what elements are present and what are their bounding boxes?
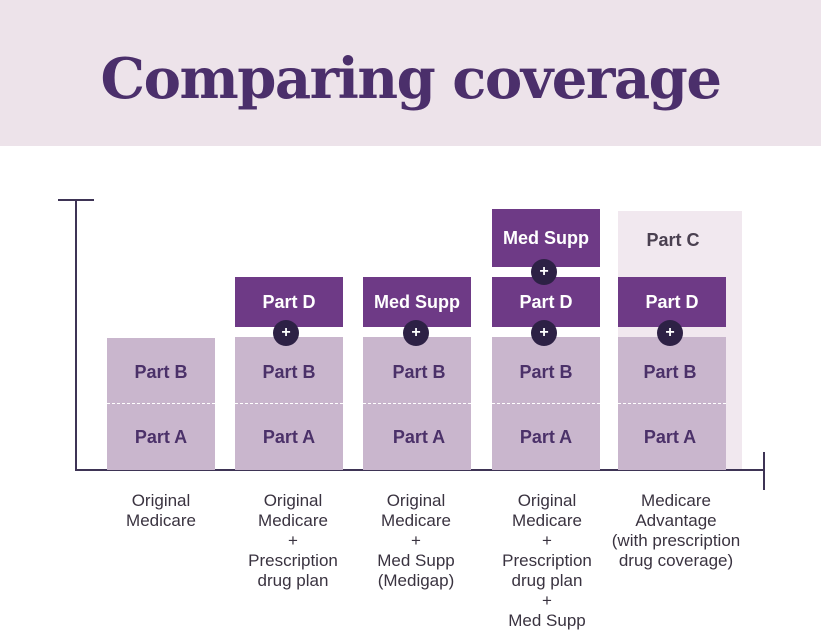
page-title: Comparing coverage: [100, 46, 722, 112]
part-a-label: Part A: [643, 427, 697, 447]
x-axis-end-tick: [763, 452, 765, 490]
column-caption: Original Medicare + Med Supp (Medigap): [377, 491, 455, 590]
part-d-box: Part D: [618, 277, 726, 327]
original-medicare-parts-box: [107, 338, 215, 470]
y-axis-top-tick: [58, 199, 94, 201]
part-divider: [618, 403, 726, 404]
column-caption: Original Medicare: [126, 491, 196, 530]
part-divider: [107, 403, 215, 404]
part-b-label: Part B: [392, 362, 446, 382]
med-supp-box: Med Supp: [363, 277, 471, 327]
column-caption: Medicare Advantage (with prescription dr…: [611, 491, 741, 570]
part-a-label: Part A: [262, 427, 316, 447]
part-a-label: Part A: [134, 427, 188, 447]
part-d-box: Part D: [492, 277, 600, 327]
med-supp-box: Med Supp: [492, 209, 600, 267]
column-caption: Original Medicare + Prescription drug pl…: [502, 491, 592, 630]
column-caption: Original Medicare + Prescription drug pl…: [248, 491, 338, 590]
part-divider: [235, 403, 343, 404]
header-banner: Comparing coverage: [0, 0, 821, 146]
plus-icon: +: [273, 320, 299, 346]
plus-icon: +: [403, 320, 429, 346]
part-c-label: Part C: [646, 230, 700, 250]
plus-icon: +: [657, 320, 683, 346]
part-b-label: Part B: [643, 362, 697, 382]
part-a-label: Part A: [392, 427, 446, 447]
part-divider: [492, 403, 600, 404]
part-a-label: Part A: [519, 427, 573, 447]
y-axis-line: [75, 199, 77, 470]
part-b-label: Part B: [262, 362, 316, 382]
part-b-label: Part B: [134, 362, 188, 382]
plus-icon: +: [531, 320, 557, 346]
plus-icon: +: [531, 259, 557, 285]
part-b-label: Part B: [519, 362, 573, 382]
part-d-box: Part D: [235, 277, 343, 327]
part-divider: [363, 403, 471, 404]
